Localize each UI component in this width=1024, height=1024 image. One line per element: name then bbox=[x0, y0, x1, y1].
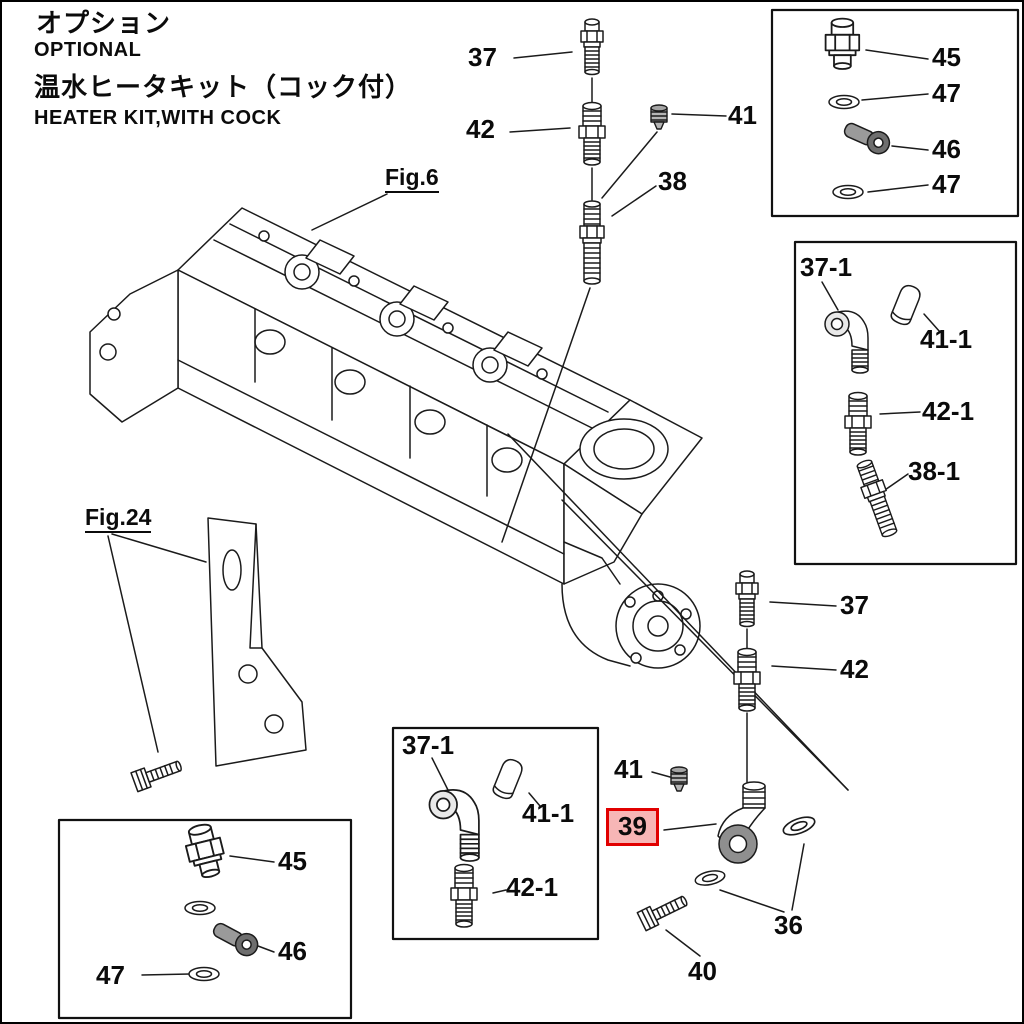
part-41-top-drawing bbox=[650, 104, 668, 130]
callout-38-1-right: 38-1 bbox=[908, 456, 961, 486]
callout-46-bottom-left: 46 bbox=[278, 936, 307, 966]
part-36-washer-right-drawing bbox=[780, 812, 818, 840]
callout-37-top: 37 bbox=[468, 42, 497, 72]
part-37-top-drawing bbox=[580, 18, 604, 76]
inset-box-bottom-middle bbox=[391, 726, 600, 941]
part-46-bl-drawing bbox=[208, 917, 263, 961]
part-47b-tr-drawing bbox=[832, 184, 864, 200]
inset-box-top-right bbox=[770, 8, 1020, 218]
part-41-1-r-drawing bbox=[888, 282, 924, 328]
callout-41-top: 41 bbox=[728, 100, 757, 130]
part-47-bl-washer-upper-drawing bbox=[184, 900, 216, 916]
callout-41-1-bottom: 41-1 bbox=[522, 798, 575, 828]
callout-37-1-right: 37-1 bbox=[800, 252, 853, 282]
callout-47a-top-right: 47 bbox=[932, 78, 961, 108]
part-40-bolt-drawing bbox=[636, 890, 691, 932]
callout-37-mid: 37 bbox=[840, 590, 869, 620]
part-45-bl-drawing bbox=[180, 820, 230, 882]
part-36-washer-lower-drawing bbox=[693, 867, 727, 889]
part-46-tr-drawing bbox=[840, 117, 894, 158]
part-37-mid-drawing bbox=[735, 570, 759, 628]
part-45-tr-drawing bbox=[824, 17, 861, 70]
part-42-top-drawing bbox=[578, 101, 606, 166]
part-41-1-b-drawing bbox=[490, 756, 526, 802]
callout-40: 40 bbox=[688, 956, 717, 986]
part-38-1-r-drawing bbox=[852, 456, 902, 541]
inset-box-right bbox=[793, 240, 1018, 566]
part-38-drawing bbox=[579, 200, 605, 285]
callout-42-mid: 42 bbox=[840, 654, 869, 684]
bracket-bolt-drawing bbox=[130, 755, 185, 793]
callout-42-top: 42 bbox=[466, 114, 495, 144]
title-kit-jp: 温水ヒータキット（コック付） bbox=[34, 72, 413, 102]
title-kit-en: HEATER KIT,WITH COCK bbox=[34, 107, 282, 129]
part-42-1-b-drawing bbox=[450, 863, 478, 928]
callout-47-bottom-left: 47 bbox=[96, 960, 125, 990]
highlighted-callout-39: 39 bbox=[606, 808, 659, 846]
fig6-label: Fig.6 bbox=[385, 166, 439, 193]
part-37-1-b-drawing bbox=[428, 789, 480, 862]
callout-45-top-right: 45 bbox=[932, 42, 961, 72]
part-39-elbow-drawing bbox=[717, 781, 766, 864]
part-37-1-r-drawing bbox=[824, 310, 869, 374]
leader-lines bbox=[107, 49, 941, 976]
callout-47b-top-right: 47 bbox=[932, 169, 961, 199]
bracket-drawing bbox=[207, 517, 307, 767]
callout-46-top-right: 46 bbox=[932, 134, 961, 164]
callout-42-1-right: 42-1 bbox=[922, 396, 975, 426]
callout-36: 36 bbox=[774, 910, 803, 940]
callout-38-top: 38 bbox=[658, 166, 687, 196]
fig24-label: Fig.24 bbox=[85, 506, 152, 533]
part-47a-tr-drawing bbox=[828, 94, 860, 110]
callout-41-bottom: 41 bbox=[614, 754, 643, 784]
engine-head-drawing bbox=[89, 207, 703, 669]
part-47-bl-washer-lower-drawing bbox=[188, 966, 220, 982]
callout-41-1-right: 41-1 bbox=[920, 324, 973, 354]
part-41-b-drawing bbox=[670, 766, 688, 792]
callout-45-bottom-left: 45 bbox=[278, 846, 307, 876]
title-optional-jp: オプション bbox=[36, 8, 172, 38]
callout-37-1-bottom: 37-1 bbox=[402, 730, 455, 760]
part-42-mid-drawing bbox=[733, 647, 761, 712]
inset-box-bottom-left bbox=[57, 818, 353, 1020]
title-optional-en: OPTIONAL bbox=[34, 39, 142, 61]
callout-42-1-bottom: 42-1 bbox=[506, 872, 559, 902]
part-42-1-r-drawing bbox=[844, 391, 872, 456]
